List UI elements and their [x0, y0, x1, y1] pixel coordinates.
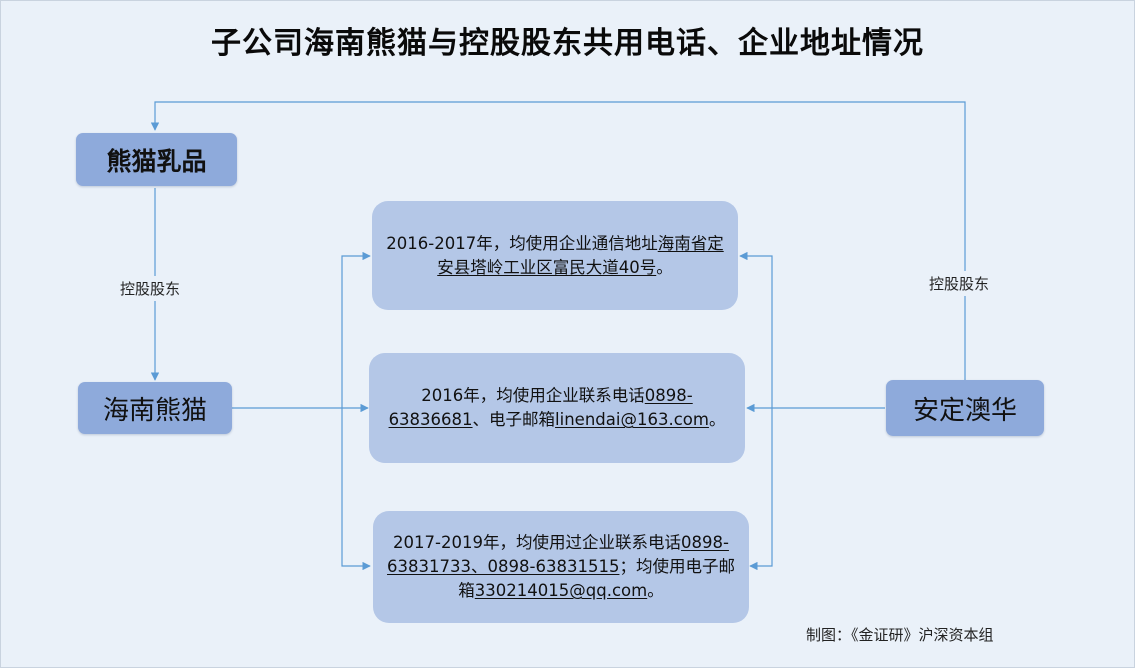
edge-label-left: 控股股东	[116, 276, 185, 301]
phone2016-suffix: 。	[708, 410, 726, 429]
phone2016-number: 0898-63836681	[388, 386, 693, 429]
edge-label-right: 控股股东	[925, 271, 994, 296]
address-prefix: 2016-2017年，均使用企业通信地址	[386, 233, 658, 253]
node-hainan-panda: 海南熊猫	[78, 382, 232, 434]
box-shared-phone-2017: 2017-2019年，均使用过企业联系电话0898-63831733、0898-…	[373, 511, 749, 623]
chart-credit: 制图：《金证研》沪深资本组	[806, 626, 994, 644]
phone2016-middle: 、电子邮箱	[472, 410, 556, 429]
phone2017-prefix: 2017-2019年，均使用过企业联系电话	[393, 533, 681, 552]
phone2016-prefix: 2016年，均使用企业联系电话	[421, 386, 645, 405]
phone2017-numbers: 0898-63831733、0898-63831515	[387, 533, 729, 576]
address-suffix: 。	[656, 257, 673, 277]
node-panda-dairy: 熊猫乳品	[76, 133, 237, 186]
node-anding-aohua-label: 安定澳华	[912, 395, 1017, 426]
node-hainan-panda-label: 海南熊猫	[102, 395, 207, 426]
phone2017-email: 330214015@qq.com	[474, 581, 648, 600]
node-panda-dairy-label: 熊猫乳品	[106, 146, 207, 176]
phone2016-email: linendai@163.com	[555, 410, 709, 429]
box-shared-phone-2017-text: 2017-2019年，均使用过企业联系电话0898-63831733、0898-…	[387, 531, 735, 603]
address-value: 海南省定安县塔岭工业区富民大道40号	[437, 233, 724, 277]
edge-right-bracket	[739, 251, 773, 571]
phone2017-suffix: 。	[647, 581, 664, 600]
edge-left-bracket	[341, 251, 371, 571]
box-shared-address: 2016-2017年，均使用企业通信地址海南省定安县塔岭工业区富民大道40号。	[372, 201, 738, 310]
phone2017-middle: ；均使用电子邮箱	[458, 557, 735, 600]
box-shared-phone-2016: 2016年，均使用企业联系电话0898-63836681、电子邮箱linenda…	[369, 353, 745, 463]
diagram-title: 子公司海南熊猫与控股股东共用电话、企业地址情况	[211, 26, 924, 61]
box-shared-address-text: 2016-2017年，均使用企业通信地址海南省定安县塔岭工业区富民大道40号。	[386, 232, 724, 280]
edge-aohua-to-dairy	[150, 101, 966, 380]
box-shared-phone-2016-text: 2016年，均使用企业联系电话0898-63836681、电子邮箱linenda…	[383, 384, 731, 432]
node-anding-aohua: 安定澳华	[886, 380, 1044, 436]
